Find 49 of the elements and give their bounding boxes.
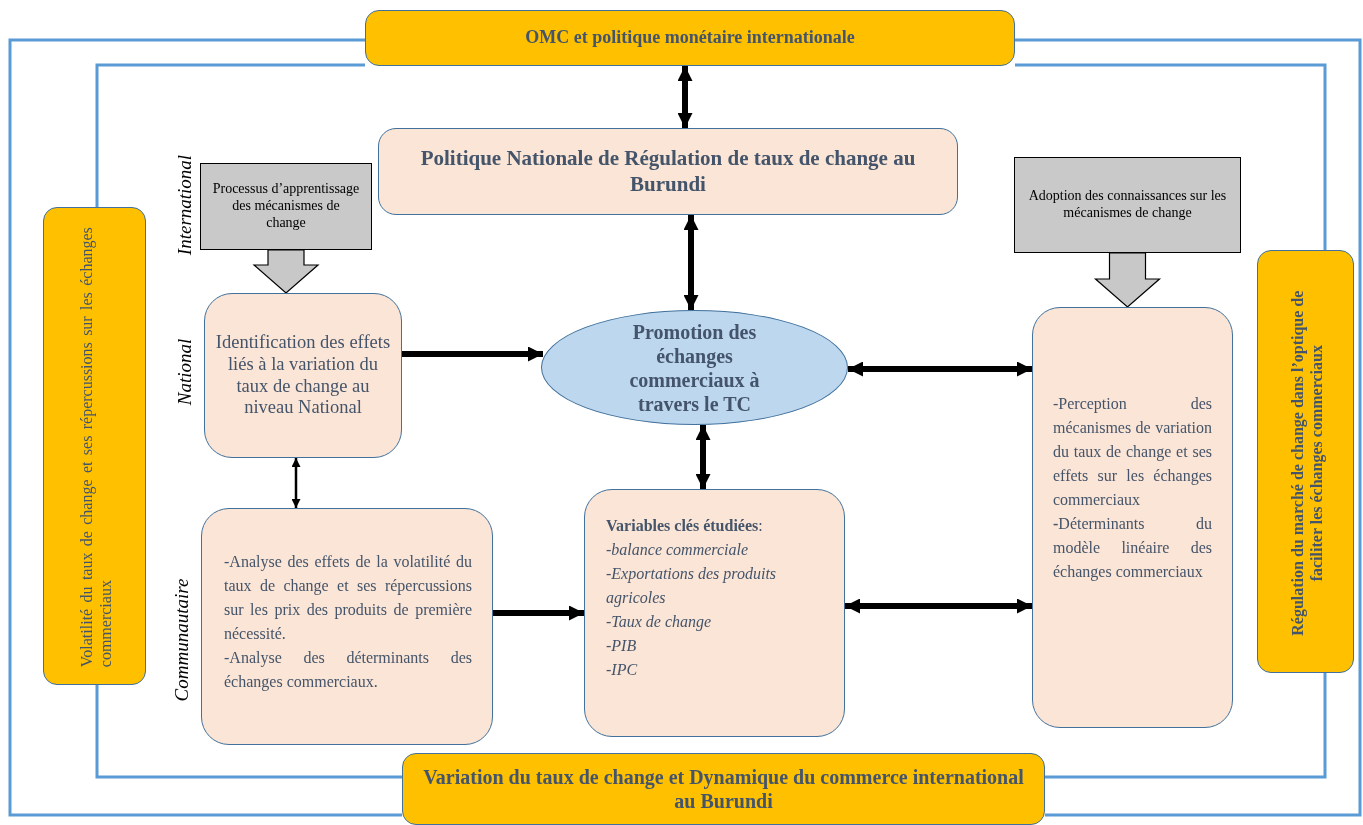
arrow bbox=[291, 458, 301, 508]
node-text: -Perception des mécanismes de variation du taux de change et ses effets sur les échanges commerciaux bbox=[1053, 393, 1212, 510]
level-label: Communautaire bbox=[170, 578, 193, 702]
connector-line bbox=[1045, 673, 1327, 779]
node-text: OMC et politique monétaire internationale bbox=[524, 27, 856, 49]
connector-line bbox=[95, 685, 402, 779]
node-text: Variation du taux de change et Dynamique du commerce international au Burundi bbox=[422, 765, 1025, 813]
node-text: Variables clés étudiées: bbox=[606, 516, 764, 536]
node-text: Politique Nationale de Régulation de taux de change au Burundi bbox=[419, 146, 917, 197]
banner-box bbox=[402, 753, 1045, 825]
arrow bbox=[493, 605, 584, 621]
node-text: -IPC bbox=[606, 660, 639, 680]
arrow bbox=[683, 215, 699, 310]
node-text: Régulation du marché de change dans l’optique de faciliter les échanges commerciaux bbox=[1287, 289, 1326, 638]
process-box bbox=[378, 128, 958, 215]
connector-line bbox=[8, 38, 402, 817]
node-text: Volatilité du taux de change et ses répercussions sur les échanges commerciaux bbox=[76, 227, 115, 668]
arrow bbox=[848, 361, 1032, 377]
node-text: -balance commerciale bbox=[606, 540, 749, 560]
side-box bbox=[1257, 250, 1354, 673]
node-text: Identification des effets liés à la variation du taux de change au niveau National bbox=[215, 331, 391, 420]
node-text: -Analyse des effets de la volatilité du taux de change et ses répercussions sur les prix des produits de première nécessité. bbox=[224, 551, 472, 644]
node-text: Processus d’apprentissage des mécanismes de change bbox=[211, 181, 361, 232]
connector-line bbox=[1015, 63, 1327, 250]
banner-box bbox=[365, 10, 1015, 66]
callout-box bbox=[200, 163, 372, 250]
process-box bbox=[201, 508, 493, 745]
node-text: Adoption des connaissances sur les mécanismes de change bbox=[1027, 188, 1228, 222]
node-text: -PIB bbox=[606, 636, 638, 656]
process-box bbox=[204, 293, 402, 458]
node-text: -Analyse des déterminants des échanges commerciaux. bbox=[224, 647, 472, 693]
process-box bbox=[1032, 307, 1233, 728]
arrow bbox=[402, 346, 543, 362]
side-box bbox=[43, 207, 146, 685]
node-text: Promotion des échanges commerciaux à travers le TC bbox=[628, 319, 761, 416]
node-text: -Exportations des produits agricoles bbox=[606, 564, 778, 609]
node-text: -Taux de change bbox=[606, 612, 713, 633]
node-text: -Déterminants du modèle linéaire des échanges commerciaux bbox=[1053, 513, 1212, 583]
arrow bbox=[845, 598, 1032, 614]
block-arrow bbox=[1093, 252, 1162, 308]
connector-line bbox=[95, 63, 365, 207]
level-label: International bbox=[174, 154, 197, 256]
level-label: National bbox=[173, 338, 196, 406]
arrow bbox=[695, 425, 711, 489]
connector-line bbox=[1015, 38, 1362, 817]
block-arrow bbox=[252, 249, 320, 294]
arrow bbox=[677, 66, 693, 128]
callout-box bbox=[1014, 157, 1241, 253]
process-box bbox=[584, 489, 845, 737]
